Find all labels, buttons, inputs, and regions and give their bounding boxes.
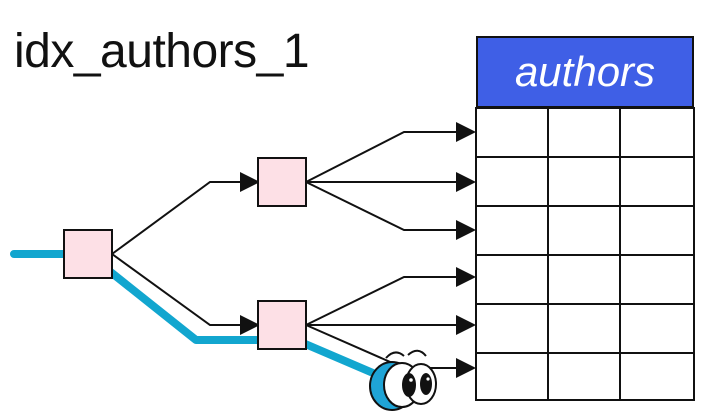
left-eye-glint [409, 378, 413, 382]
lower-branch-index-node [257, 300, 307, 350]
upper-branch-index-node [257, 157, 307, 207]
root-index-node [63, 229, 113, 279]
table-title: authors [514, 48, 656, 95]
root-to-branch-arrows [111, 172, 260, 335]
left-pupil [402, 373, 416, 397]
arrow-to-row-4 [305, 267, 476, 326]
arrow-root-to-lower-node [111, 253, 260, 335]
right-eyebrow [407, 349, 427, 357]
arrow-to-row-3 [305, 181, 476, 240]
googly-eyes-face-icon [369, 349, 437, 411]
table-header: authors [476, 36, 694, 108]
right-eye-glint [426, 377, 430, 381]
table-grid [475, 107, 695, 401]
arrow-to-row-1 [305, 122, 476, 183]
arrow-root-to-upper-node [111, 172, 260, 255]
right-pupil [420, 373, 432, 395]
index-name-label: idx_authors_1 [14, 25, 310, 78]
branch-to-table-arrows [305, 122, 476, 378]
left-eyebrow [385, 351, 405, 359]
